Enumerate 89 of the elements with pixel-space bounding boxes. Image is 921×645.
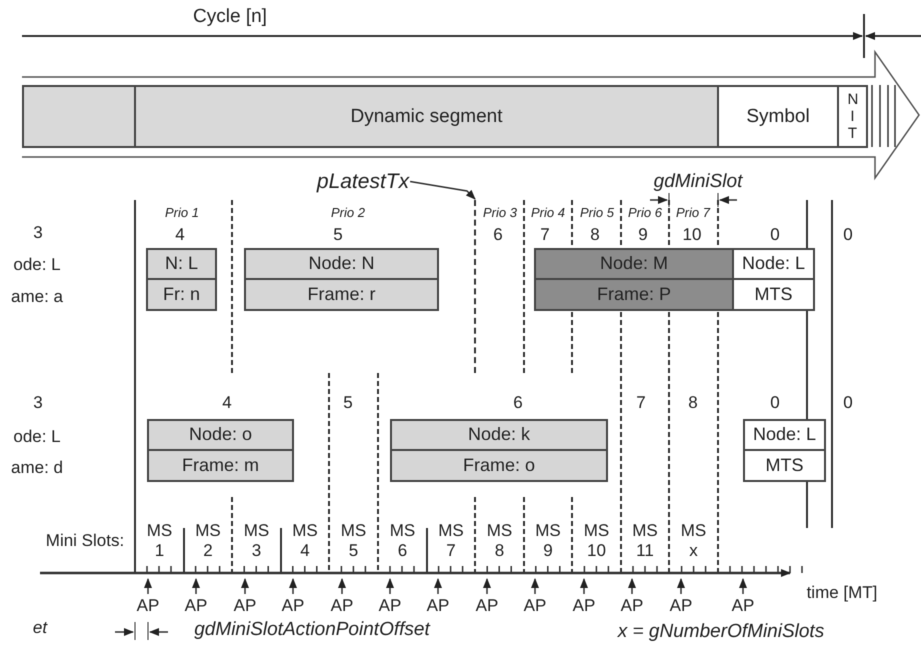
frame-box — [390, 419, 608, 482]
minislot-label: MS 8 — [486, 521, 514, 561]
node-name: N: L — [148, 250, 215, 280]
frame-name: Frame: r — [306, 282, 376, 306]
static-segment-bar — [22, 85, 136, 148]
slot-number: 6 — [513, 393, 523, 413]
row-label: et — [32, 618, 48, 638]
segment-label: N I T — [848, 91, 858, 142]
action-point-label: AP — [670, 596, 692, 616]
slot-number: 0 — [843, 393, 853, 413]
segment-bar: Symbol — [717, 85, 839, 148]
frame-name: MTS — [754, 282, 794, 306]
parameter-label: x = gNumberOfMiniSlots — [618, 622, 824, 642]
action-point-label: AP — [234, 596, 256, 616]
minislot-label: MS 9 — [534, 521, 562, 561]
slot-number: 8 — [590, 225, 600, 245]
parameter-label: gdMiniSlot — [654, 172, 742, 192]
action-point-label: AP — [476, 596, 498, 616]
action-point-label: AP — [282, 596, 304, 616]
node-name: Node: k — [392, 421, 606, 450]
segment-bar — [837, 85, 868, 148]
priority-label: Prio 6 — [628, 204, 662, 222]
slot-number: 10 — [682, 225, 702, 245]
row-label: 3 — [33, 393, 43, 413]
leader-line — [410, 180, 476, 200]
frame-box — [147, 419, 294, 482]
row-label: Mini Slots: — [46, 531, 124, 551]
frame-box — [244, 248, 439, 311]
frame-name: MTS — [764, 454, 804, 477]
priority-label: Prio 2 — [331, 204, 365, 222]
action-point-label: AP — [184, 596, 208, 616]
slot-number: 0 — [770, 393, 780, 413]
action-point-label: AP — [426, 596, 450, 616]
frame-box — [146, 248, 217, 311]
parameter-label: gdMiniSlotActionPointOffset — [194, 620, 430, 640]
frame-name: Fr: n — [162, 282, 201, 306]
frame-name: Frame: P — [596, 282, 672, 306]
priority-label: Prio 5 — [580, 204, 614, 222]
frame-box — [743, 419, 826, 482]
minislot-label: MS 4 — [291, 521, 319, 561]
action-point-label: AP — [572, 596, 596, 616]
frame-name: Frame: o — [462, 454, 536, 477]
action-point-label: AP — [732, 596, 754, 616]
row-label: ode: L — [13, 427, 61, 447]
slot-number: 5 — [333, 225, 343, 245]
node-name: Node: L — [745, 421, 824, 450]
minislot-label: MS 10 — [582, 521, 610, 561]
priority-label: Prio 1 — [165, 204, 199, 222]
action-point-label: AP — [330, 596, 354, 616]
action-point-label: AP — [620, 596, 644, 616]
minislot-label: MS 2 — [194, 521, 222, 561]
node-name: Node: L — [734, 250, 813, 280]
slot-number: 7 — [636, 393, 646, 413]
row-label: 3 — [33, 223, 43, 243]
minislot-label: MS 5 — [340, 521, 368, 561]
row-label: ame: a — [11, 287, 63, 307]
slot-number: 4 — [222, 393, 232, 413]
frame-box — [534, 248, 734, 311]
frame-box — [732, 248, 815, 311]
minislot-label: MS 6 — [388, 521, 416, 561]
slot-number: 0 — [843, 225, 853, 245]
slot-number: 4 — [175, 225, 185, 245]
priority-label: Prio 4 — [531, 204, 565, 222]
action-point-label: AP — [136, 596, 160, 616]
slot-number: 5 — [343, 393, 353, 413]
row-label: ode: L — [13, 255, 61, 275]
priority-label: Prio 7 — [676, 204, 710, 222]
node-name: Node: o — [149, 421, 292, 450]
slot-number: 9 — [638, 225, 648, 245]
slot-number: 6 — [493, 225, 503, 245]
slot-number: 7 — [540, 225, 550, 245]
row-label: ame: d — [11, 458, 63, 478]
axis-label: time [MT] — [806, 583, 878, 603]
slot-number: 8 — [688, 393, 698, 413]
minislot-label: MS x — [680, 521, 708, 561]
minislot-label: MS 1 — [146, 521, 174, 561]
minislot-label: MS 3 — [242, 521, 270, 561]
dashed-slot-line — [474, 200, 478, 373]
node-name: Node: N — [246, 250, 437, 280]
action-point-label: AP — [378, 596, 402, 616]
minislot-label: MS 7 — [437, 521, 465, 561]
parameter-label: pLatestTx — [305, 168, 421, 196]
title-label: Cycle [n] — [193, 7, 267, 27]
minislot-label: MS 11 — [631, 521, 659, 561]
slot-number: 0 — [770, 225, 780, 245]
action-point-label: AP — [524, 596, 546, 616]
segment-bar: Dynamic segment — [134, 85, 719, 148]
frame-name: Frame: m — [180, 454, 260, 477]
priority-label: Prio 3 — [483, 204, 517, 222]
